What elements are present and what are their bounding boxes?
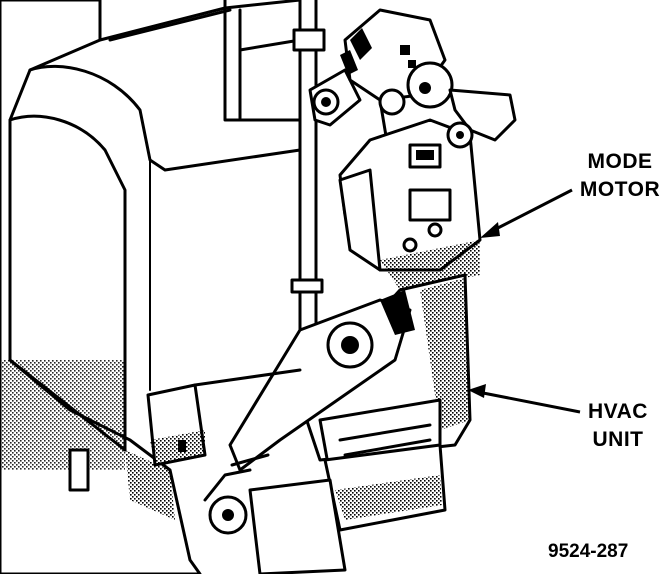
linkage-rods <box>290 0 326 332</box>
mode-motor-leader <box>480 188 573 238</box>
hvac-unit-leader <box>468 384 581 414</box>
connector-box <box>146 368 302 467</box>
mode-motor-label: MODE MOTOR <box>568 148 672 204</box>
hvac-unit-label: HVAC UNIT <box>578 398 658 454</box>
hvac-unit-label-line-2: UNIT <box>592 428 644 451</box>
blend-door-arm <box>203 290 415 535</box>
figure-number: 9524-287 <box>548 541 629 562</box>
upper-gear-linkage <box>308 8 454 162</box>
mode-motor-label-line-2: MOTOR <box>579 178 661 201</box>
mode-motor-label-line-1: MODE <box>587 150 653 173</box>
hvac-unit-label-line-1: HVAC <box>588 400 648 423</box>
dash-housing <box>0 0 302 574</box>
mode-motor <box>338 88 517 290</box>
